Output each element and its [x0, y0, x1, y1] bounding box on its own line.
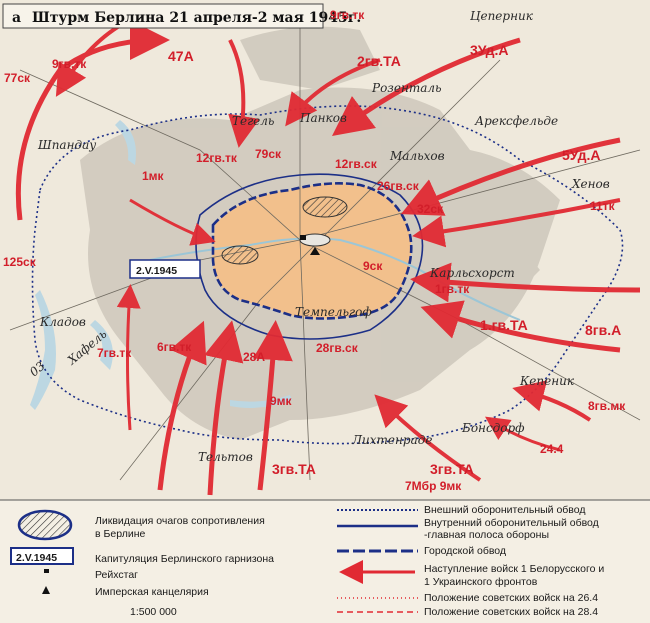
unit-label: 9ск	[363, 259, 383, 273]
unit-label: 12гв.ск	[335, 157, 378, 171]
unit-label: 28А	[243, 350, 265, 364]
water-bodies	[30, 120, 292, 410]
legend-text-advance-1: Наступление войск 1 Белорусского и	[424, 563, 604, 575]
unit-label: 3гв.ТА	[272, 461, 316, 477]
date-box-icon	[10, 547, 74, 565]
unit-label: 1.гв.ТА	[480, 317, 528, 333]
map-area: а Штурм Берлина 21 апреля-2 мая 1945г. Ц…	[0, 3, 650, 501]
unit-label: 3Уд.А	[470, 42, 509, 58]
unit-label: 1гв.тк	[435, 282, 470, 296]
unit-label: 47А	[168, 48, 194, 64]
unit-label: 3гв.ТА	[430, 461, 474, 477]
hatched-oval-icon	[17, 509, 73, 541]
legend-date-box: 2.V.1945	[16, 552, 57, 564]
map-title: Штурм Берлина 21 апреля-2 мая 1945г.	[32, 10, 361, 26]
unit-label: 24.4	[540, 442, 564, 456]
unit-label: 2гв.ТА	[357, 53, 401, 69]
city-center	[212, 183, 412, 319]
unit-label: 6гв.тк	[157, 340, 192, 354]
unit-label: 79ск	[255, 147, 282, 161]
unit-label: 7Мбр 9мк	[405, 479, 462, 493]
place-label: Кладов	[39, 315, 86, 329]
unit-label: 9мк	[270, 394, 293, 408]
place-label: Темпельгоф	[295, 305, 372, 319]
unit-label: 5Уд.А	[562, 147, 601, 163]
place-label: Цеперник	[470, 9, 534, 23]
legend-text-advance-2: 1 Украинского фронтов	[424, 576, 538, 588]
place-label: Арексфельде	[474, 114, 558, 128]
capitulation-label: 2.V.1945	[136, 265, 177, 277]
unit-label: 125ск	[3, 255, 37, 269]
square-icon	[44, 569, 49, 573]
place-label: Хенов	[571, 177, 610, 191]
legend-text-28: Положение советских войск на 28.4	[424, 606, 598, 618]
title-box	[2, 3, 324, 29]
unit-label: 7гв.тк	[97, 346, 132, 360]
unit-label: 1мк	[142, 169, 165, 183]
triangle-icon	[42, 586, 50, 594]
city-defense-ring	[211, 182, 413, 320]
legend-text-capitulation: Капитуляция Берлинского гарнизона	[95, 553, 274, 565]
advance-arrows	[15, 18, 641, 496]
legend-text-inner-1: Внутренний оборонительный обвод	[424, 517, 599, 529]
place-labels: Цеперник Розенталь Тегель Панков Арексфе…	[37, 9, 610, 464]
unit-label: 28гв.ск	[316, 341, 359, 355]
unit-label: 8гв.мк	[588, 399, 626, 413]
chancellery-icon	[310, 247, 320, 255]
unit-label: 9гв.тк	[52, 57, 87, 71]
unit-labels: 9гв.тк 9гв.тк 47А 2гв.ТА 3Уд.А 77ск 12гв…	[3, 8, 626, 493]
unit-label: 12гв.тк	[196, 151, 238, 165]
legend: Ликвидация очагов сопротивления в Берлин…	[10, 504, 604, 618]
legend-text-inner-2: -главная полоса обороны	[424, 529, 549, 541]
legend-text-26: Положение советских войск на 26.4	[424, 592, 598, 604]
legend-text-pockets-2: в Берлине	[95, 528, 145, 540]
legend-text-pockets-1: Ликвидация очагов сопротивления	[95, 515, 265, 527]
unit-label: 9гв.тк	[330, 8, 365, 22]
capitulation-box	[129, 259, 201, 279]
place-label: Тельтов	[198, 450, 253, 464]
place-label: Бонсдорф	[461, 421, 525, 435]
reichstag-icon	[300, 235, 306, 240]
place-label: Шпандау	[37, 138, 96, 152]
unit-label: 11тк	[590, 199, 616, 213]
unit-label: 8гв.А	[585, 322, 621, 338]
inner-defense-ring	[195, 173, 424, 340]
resistance-pocket-1	[302, 196, 348, 218]
resistance-pocket-2	[221, 245, 259, 265]
legend-text-city: Городской обвод	[424, 545, 506, 557]
place-label: Карльсхорст	[429, 266, 515, 280]
place-label: Лихтенраде	[351, 433, 432, 447]
title-letter: а	[12, 10, 21, 26]
place-label: Кепеник	[519, 374, 575, 388]
spree-river	[149, 237, 521, 321]
legend-text-chancellery: Имперская канцелярия	[95, 586, 209, 598]
place-label: Тегель	[232, 114, 274, 128]
legend-text-reichstag: Рейхстаг	[95, 569, 138, 581]
place-label: Мальхов	[389, 149, 445, 163]
unit-label: 77ск	[4, 71, 31, 85]
unit-label: 26гв.ск	[377, 179, 420, 193]
legend-text-outer: Внешний оборонительный обвод	[424, 504, 586, 516]
map-scale: 1:500 000	[130, 606, 177, 618]
place-label: Панков	[299, 111, 347, 125]
place-label: Розенталь	[371, 81, 442, 95]
unit-label: 32ск	[417, 202, 444, 216]
